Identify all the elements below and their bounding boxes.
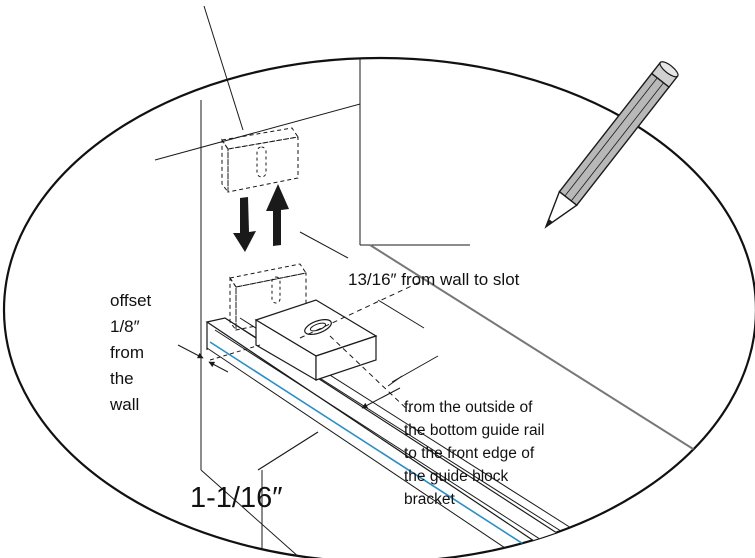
label-offset-line-4: the [110,369,134,388]
leader-line-top [203,5,244,131]
label-wall-to-slot: 13/16″ from wall to slot [348,270,520,289]
bracket-target-dashed [221,127,299,194]
back-wall-edge [154,103,361,245]
label-from-outside-line-3: to the front edge of [404,445,535,462]
alignment-dashed-line-1 [299,281,421,339]
guide-rail-far-edge [369,244,755,489]
dim-front-edge-arrow-1 [361,387,401,409]
arrow-down-icon [233,197,256,252]
label-from-outside-line-2: the bottom guide rail [404,422,544,439]
pencil-icon [544,61,679,229]
offset-arrow-top [177,344,204,359]
guide-block [254,299,378,382]
label-from-outside-line-1: from the outside of [404,399,533,416]
dim-front-edge-arrow-3 [387,375,403,387]
alignment-dashed-line-2 [329,335,411,413]
detail-oval [3,56,755,558]
guide-rail-inner-line [214,329,561,553]
alignment-dashed-line-3 [209,344,261,361]
label-from-outside-line-5: bracket [404,491,456,508]
offset-arrow-bottom [208,361,229,373]
label-measurement: 1-1/16″ [190,482,283,514]
label-offset-line-3: from [110,343,144,362]
label-offset-line-1: offset [110,291,152,310]
dim-wall-to-slot-ext-2 [377,299,425,329]
arrow-up-icon [266,184,289,246]
label-offset-line-2: 1/8″ [110,317,140,336]
dim-wall-to-slot-ext-1 [299,231,349,259]
side-wall-bottom [200,469,301,558]
label-offset-line-5: wall [109,395,139,414]
guide-rail-blue-line [209,341,546,558]
oval-content [154,58,755,558]
measurement-leader [257,431,319,471]
label-from-outside-line-4: the guide block [404,468,509,485]
guide-rail-lower-edge [206,347,521,558]
